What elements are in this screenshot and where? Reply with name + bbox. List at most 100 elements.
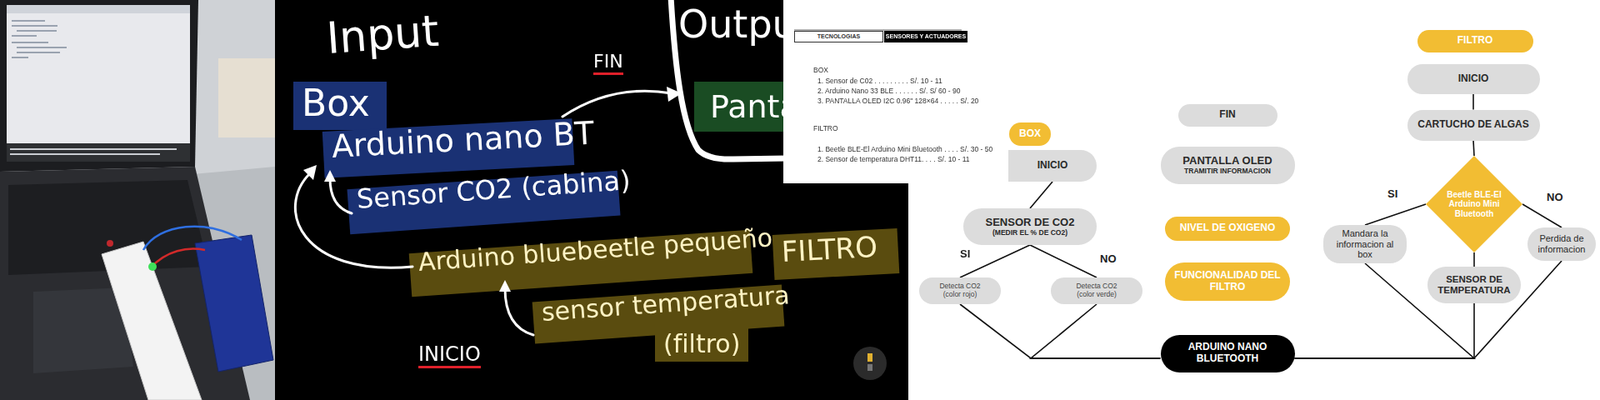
node-text: INICIO <box>1037 160 1069 172</box>
yellow-band <box>655 326 749 362</box>
connector <box>1030 245 1097 278</box>
node-text: (MEDIR EL % DE CO2) <box>992 229 1068 238</box>
result-box: Detecta CO2(color rojo) <box>919 277 1001 305</box>
photo-desk <box>0 166 275 400</box>
arduino-board <box>195 235 274 372</box>
process-box: PANTALLA OLEDTRAMITIR INFORMACION <box>1160 146 1295 185</box>
node-text: CARTUCHO DE ALGAS <box>1417 119 1530 131</box>
node-text: NIVEL DE OXIGENO <box>1180 222 1275 235</box>
connector <box>1295 260 1563 359</box>
breadboard <box>101 241 202 400</box>
process-box: INICIO <box>1407 64 1540 95</box>
screen-toolbar <box>6 5 190 14</box>
laptop-bezel <box>0 0 199 172</box>
chalk-item: Panta <box>710 90 800 125</box>
connector <box>1473 140 1475 157</box>
start-pill: BOX <box>1009 122 1051 146</box>
node-text: SENSOR DE TEMPERATURA <box>1434 274 1515 296</box>
temp-arrow <box>505 288 534 335</box>
table-cell: 3. PANTALLA OLED I2C 0.96" 128×64 . . . … <box>817 97 979 105</box>
chalk-note: INICIO <box>418 343 481 369</box>
node-text: Beetle BLE-El Arduino Mini Bluetooth <box>1443 190 1505 220</box>
arrowhead <box>666 86 682 102</box>
table-tab: SENSORES Y ACTUADORES <box>884 30 968 43</box>
connector <box>1473 252 1475 267</box>
node-text: SENSOR DE CO2 <box>985 216 1075 230</box>
node-text: Mandara la informacion al box <box>1330 228 1400 260</box>
node-text: FILTRO <box>1457 35 1493 47</box>
connector <box>1522 204 1562 228</box>
laptop-screen <box>6 5 190 162</box>
node-text: INICIO <box>1458 73 1490 85</box>
branch-label: NO <box>1546 191 1564 204</box>
branch-label: SI <box>1387 188 1398 200</box>
screen-code-lines <box>11 20 67 59</box>
arrowhead <box>303 165 317 180</box>
fin-arrow <box>562 90 672 117</box>
node-text: TRAMITIR INFORMACION <box>1184 167 1271 176</box>
table-cell: 2. Sensor de temperatura DHT11. . . . S/… <box>817 155 970 164</box>
chalk-item: (filtro) <box>663 330 740 358</box>
connector <box>960 304 1161 359</box>
page-icon <box>853 346 887 380</box>
node-text: Perdida de informacion <box>1534 233 1590 255</box>
feature-pill: FUNCIONALIDAD DEL FILTRO <box>1165 262 1290 301</box>
node-text: FUNCIONALIDAD DEL FILTRO <box>1171 270 1284 294</box>
process-box: SENSOR DE CO2(MEDIR EL % DE CO2) <box>963 208 1097 245</box>
node-text: FIN <box>1219 109 1235 121</box>
process-box: SENSOR DE TEMPERATURA <box>1427 266 1521 304</box>
page-icon-mark <box>867 353 873 362</box>
connector <box>960 245 1030 278</box>
chalk-item: Box <box>301 83 370 124</box>
node-text: (color rojo) <box>943 290 978 300</box>
connector <box>1365 204 1426 225</box>
chalk-heading: Outpu <box>678 3 797 46</box>
decision-diamond: Beetle BLE-El Arduino Mini Bluetooth <box>1425 155 1523 253</box>
connector <box>1472 94 1475 110</box>
co2-arrow <box>330 178 352 214</box>
flowchart-ground <box>908 0 1600 400</box>
process-box: INICIO <box>1008 150 1097 182</box>
connector <box>1295 303 1475 359</box>
node-text: Detecta CO2 <box>1075 282 1117 291</box>
end-box: FIN <box>1178 104 1278 127</box>
arrowhead <box>324 170 336 182</box>
connector <box>1030 181 1053 209</box>
table-heading: FILTRO <box>813 125 839 133</box>
node-text: Detecta CO2 <box>939 282 980 291</box>
blue-band <box>293 81 387 130</box>
result-box: Mandara la informacion al box <box>1323 225 1407 264</box>
start-pill: FILTRO <box>1417 30 1534 53</box>
node-text: BOX <box>1019 128 1041 140</box>
chalk-heading: FILTRO <box>780 231 879 268</box>
controller-pill: ARDUINO NANO BLUETOOTH <box>1160 335 1295 373</box>
branch-label: SI <box>960 248 970 260</box>
node-text: (color verde) <box>1076 290 1117 300</box>
table-cell: 1. Beetle BLE-El Arduino Mini Bluetooth … <box>817 145 993 154</box>
trackpoint <box>106 240 114 247</box>
console-lines <box>10 148 177 155</box>
diamond-text-box: Beetle BLE-El Arduino Mini Bluetooth <box>1443 190 1505 220</box>
chalk-note: FIN <box>593 51 624 75</box>
screen-console <box>6 143 190 162</box>
table-cell: 1. Sensor de C02 . . . . . . . . . S/. 1… <box>817 77 943 85</box>
branch-label: NO <box>1100 253 1117 265</box>
table-heading: BOX <box>813 66 829 75</box>
blue-wire <box>143 226 242 250</box>
feature-pill: NIVEL DE OXIGENO <box>1165 216 1290 241</box>
red-wire <box>150 249 205 269</box>
chalk-heading: Input <box>325 7 440 63</box>
arrowhead <box>499 280 511 292</box>
table-cell: 2. Arduino Nano 33 BLE . . . . . . S/. S… <box>817 87 961 95</box>
process-box: CARTUCHO DE ALGAS <box>1407 110 1540 141</box>
photo-wall <box>0 0 275 400</box>
photo-box <box>218 58 275 138</box>
result-box: Perdida de informacion <box>1527 227 1596 261</box>
green-led <box>148 262 157 271</box>
result-box: Detecta CO2(color verde) <box>1050 277 1143 305</box>
connector <box>1030 304 1161 359</box>
table-tab: TECNOLOGIAS <box>794 30 884 43</box>
chalk-arrows <box>295 0 787 335</box>
